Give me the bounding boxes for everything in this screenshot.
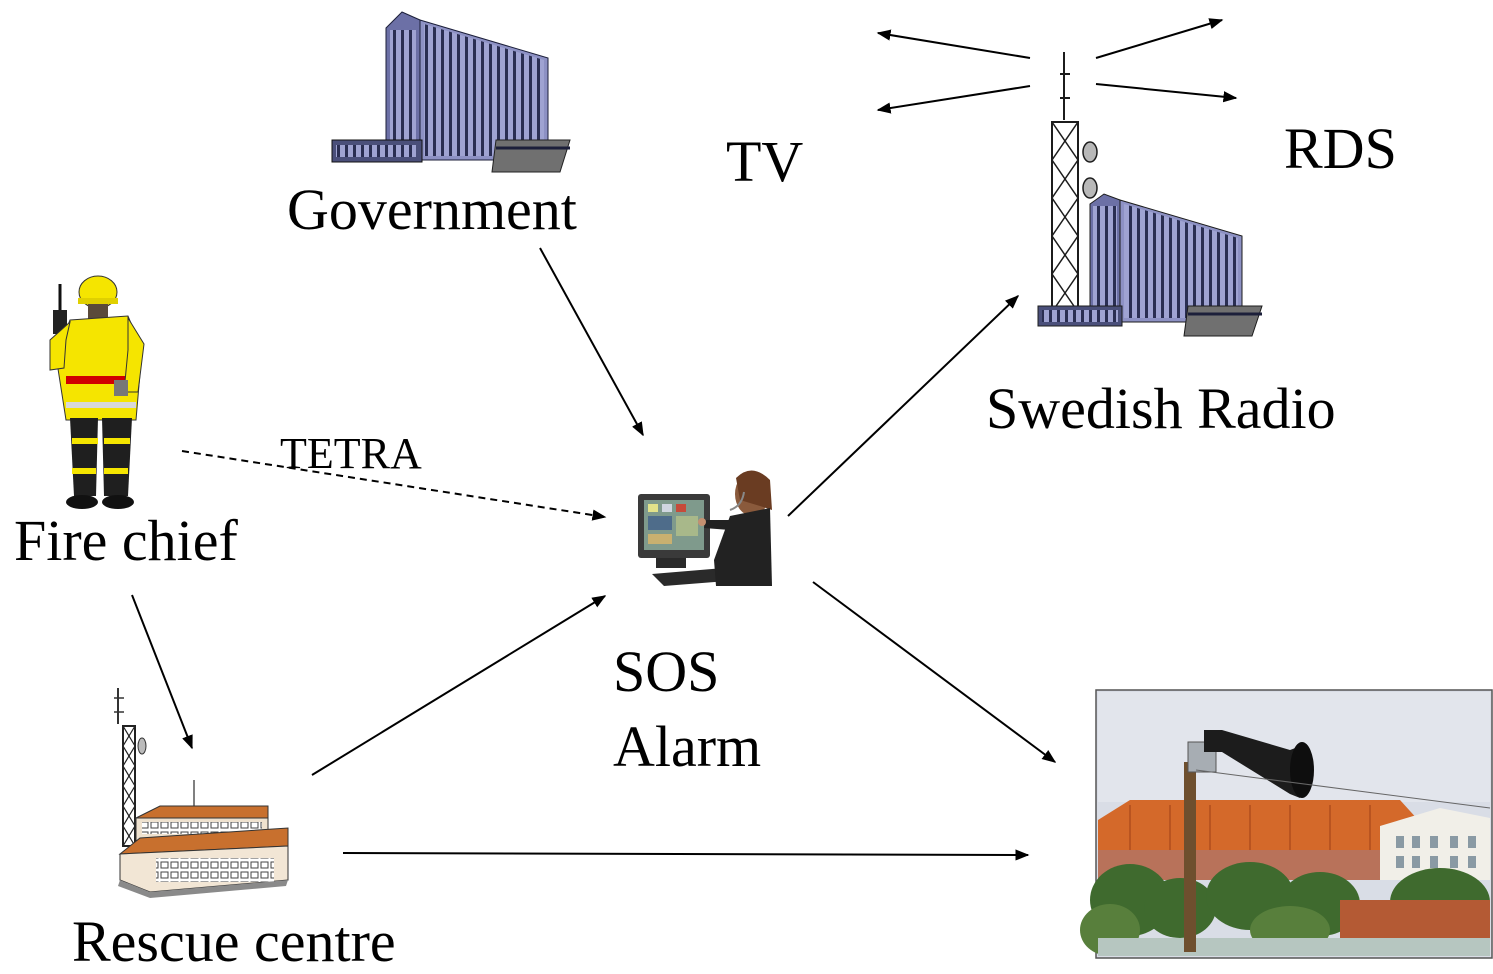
label-rescue-centre: Rescue centre <box>72 909 396 974</box>
broadcast-arrow-upper-left <box>876 29 1031 59</box>
outdoor-siren-photo <box>1080 689 1493 959</box>
arrows <box>131 18 1238 861</box>
arrow-government-to-sos <box>539 247 644 437</box>
label-tetra: TETRA <box>280 429 422 478</box>
label-government: Government <box>287 177 577 242</box>
broadcast-arrow-lower-right <box>1095 83 1238 103</box>
label-sos: SOS <box>613 639 720 704</box>
arrow-sos-to-siren <box>812 581 1057 763</box>
label-tv: TV <box>726 129 804 194</box>
arrow-rescue-to-siren <box>342 849 1030 861</box>
label-swedish-radio: Swedish Radio <box>986 376 1336 441</box>
label-fire-chief: Fire chief <box>14 508 238 573</box>
arrow-sos-to-swedish-radio <box>787 295 1020 517</box>
label-alarm: Alarm <box>613 714 762 779</box>
operator-at-computer-icon <box>638 470 772 586</box>
label-rds: RDS <box>1284 116 1397 181</box>
arrow-firechief-to-rescue <box>131 594 193 750</box>
firefighter-icon <box>49 275 145 509</box>
broadcast-arrow-upper-right <box>1095 18 1224 59</box>
swedish-radio-icon <box>1037 52 1263 337</box>
broadcast-arrow-lower-left <box>876 85 1031 114</box>
arrow-rescue-to-sos <box>311 595 607 776</box>
fire-station-with-antenna-icon <box>114 688 289 898</box>
government-building-icon <box>331 11 571 173</box>
